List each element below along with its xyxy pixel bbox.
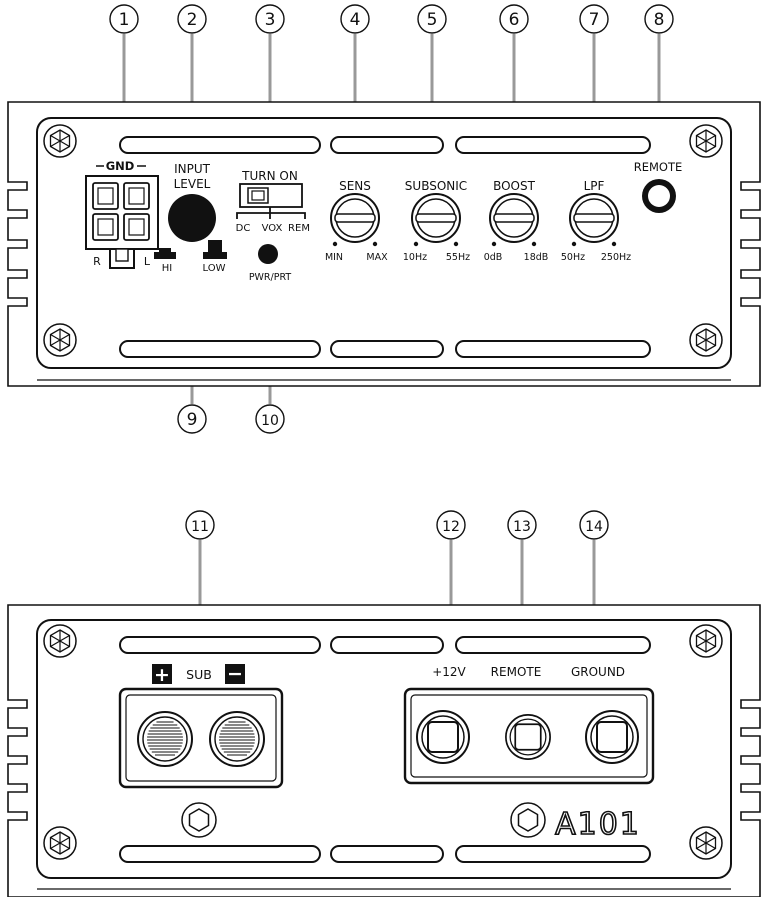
callout-6: 6 — [499, 4, 529, 163]
callout-number: 8 — [654, 10, 665, 30]
input-level-label-2: LEVEL — [174, 177, 211, 191]
hi-switch-icon[interactable] — [154, 248, 176, 259]
callout-number: 10 — [261, 413, 279, 429]
remote-jack-label: REMOTE — [634, 160, 683, 174]
input-level-label-1: INPUT — [174, 162, 211, 176]
knob-row: SENS MIN MAX SUBSONIC 10Hz 55Hz BOOST 0dB 18dB LP… — [325, 179, 631, 263]
knob-max-label: MAX — [366, 252, 388, 263]
terminal-remote[interactable] — [505, 714, 551, 760]
knob-label: SENS — [339, 179, 371, 193]
connector-l-label: L — [144, 255, 151, 268]
turn-on-switch[interactable] — [239, 183, 303, 208]
knob-lpf[interactable]: LPF 50Hz 250Hz — [561, 179, 631, 263]
power-label-ground: GROUND — [571, 665, 625, 679]
callout-number: 11 — [191, 519, 209, 535]
model-logo: A101 — [555, 807, 641, 842]
screw-icon — [43, 124, 77, 158]
screw-icon — [43, 624, 77, 658]
low-label: LOW — [203, 263, 226, 274]
rear-panel: + SUB − +12V REMOTE GROUND A101 — [7, 604, 761, 898]
sub-label: SUB — [186, 667, 212, 682]
gnd-label: GND — [106, 159, 135, 173]
knob-max-label: 55Hz — [446, 252, 470, 263]
svg-text:+: + — [154, 664, 170, 686]
callout-number: 13 — [513, 519, 531, 535]
knob-label: SUBSONIC — [405, 179, 467, 193]
knob-min-label: 0dB — [484, 252, 503, 263]
svg-text:−: − — [227, 663, 243, 685]
plus-icon: + — [152, 664, 172, 686]
turn-on-label: TURN ON — [241, 169, 298, 183]
minus-icon: − — [225, 663, 245, 685]
terminal-12v[interactable] — [416, 710, 470, 764]
turn-on-vox: VOX — [262, 223, 283, 234]
knob-subsonic[interactable]: SUBSONIC 10Hz 55Hz — [403, 179, 470, 263]
hex-bolt-icon — [510, 802, 546, 838]
speaker-terminal-minus[interactable] — [209, 711, 265, 767]
screw-icon — [43, 323, 77, 357]
pwr-prt-label: PWR/PRT — [249, 272, 292, 283]
callout-number: 3 — [265, 10, 276, 30]
screw-icon — [43, 826, 77, 860]
pwr-prt-led — [258, 244, 278, 264]
callout-number: 4 — [350, 10, 361, 30]
connector-r-label: R — [93, 255, 101, 268]
callout-number: 9 — [187, 410, 198, 430]
knob-label: LPF — [584, 179, 605, 193]
callout-number: 5 — [427, 10, 438, 30]
knob-min-label: 50Hz — [561, 252, 585, 263]
knob-label: BOOST — [493, 179, 536, 193]
callout-14: 14 — [579, 510, 609, 664]
callout-number: 7 — [589, 10, 600, 30]
callout-number: 6 — [509, 10, 520, 30]
input-level-knob[interactable] — [168, 194, 216, 242]
knob-boost[interactable]: BOOST 0dB 18dB — [484, 179, 549, 263]
screw-icon — [689, 323, 723, 357]
callout-number: 1 — [119, 10, 130, 30]
screw-icon — [689, 826, 723, 860]
power-label-12v: +12V — [432, 665, 466, 679]
hi-label: HI — [162, 263, 172, 274]
power-connector — [85, 175, 159, 269]
knob-min-label: MIN — [325, 252, 343, 263]
knob-max-label: 250Hz — [601, 252, 631, 263]
low-switch-icon[interactable] — [203, 240, 227, 259]
front-panel: GND R L INPUT LEVEL HI — [7, 101, 761, 387]
speaker-terminal-block — [118, 687, 284, 789]
speaker-terminal-plus[interactable] — [137, 711, 193, 767]
turn-on-dc: DC — [236, 223, 251, 234]
remote-jack[interactable] — [642, 179, 676, 213]
knob-max-label: 18dB — [524, 252, 549, 263]
turn-on-rem: REM — [288, 223, 310, 234]
power-terminal-block — [403, 687, 655, 785]
terminal-ground[interactable] — [585, 710, 639, 764]
callout-number: 14 — [585, 519, 603, 535]
hex-bolt-icon — [181, 802, 217, 838]
knob-sens[interactable]: SENS MIN MAX — [325, 179, 388, 263]
knob-min-label: 10Hz — [403, 252, 427, 263]
screw-icon — [689, 124, 723, 158]
power-label-remote: REMOTE — [491, 665, 542, 679]
callout-number: 12 — [442, 519, 460, 535]
callout-number: 2 — [187, 10, 198, 30]
screw-icon — [689, 624, 723, 658]
